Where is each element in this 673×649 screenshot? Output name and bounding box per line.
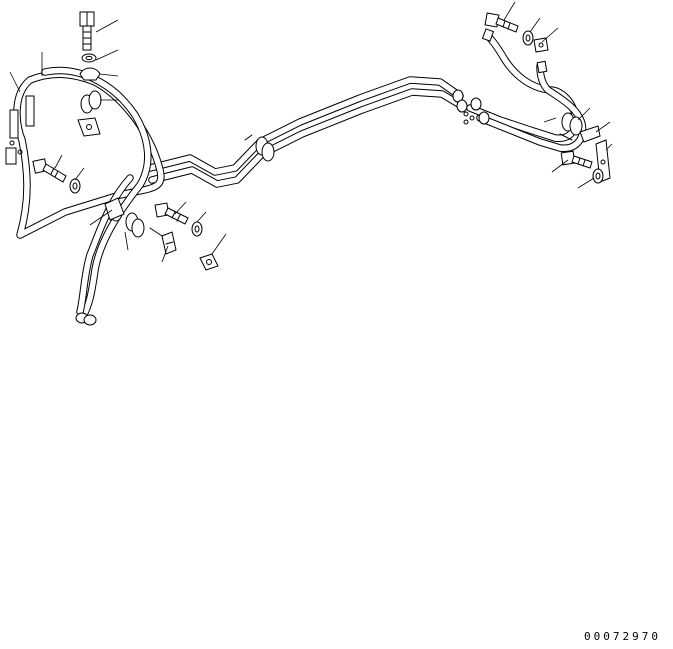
right-tube-lower <box>480 66 583 148</box>
main-tube-upper <box>150 80 460 172</box>
lower-center-clip <box>162 232 176 254</box>
drawing-number: 00072970 <box>584 630 661 643</box>
right-top-tube-end <box>483 29 547 73</box>
right-union-fittings <box>453 90 489 124</box>
main-tube-lower <box>152 92 462 184</box>
right-top-bolt <box>485 13 518 32</box>
upper-left-clamp-plate <box>80 68 100 80</box>
right-top-washer <box>523 31 533 45</box>
main-tube-clamp <box>245 135 274 161</box>
right-lower-washer <box>593 169 603 183</box>
upper-left-washer <box>82 54 96 62</box>
left-mid-bolt <box>33 159 66 182</box>
left-hose-fitting <box>6 96 34 164</box>
lower-center-fitting <box>200 254 218 270</box>
left-lower-elbow <box>76 313 96 325</box>
left-mid-washer <box>70 179 80 193</box>
right-top-clip <box>534 38 548 52</box>
lower-center-washer <box>192 222 202 236</box>
lower-left-clamp <box>105 198 165 238</box>
left-loop-tube-inner <box>45 71 148 318</box>
upper-left-clamp <box>78 91 101 136</box>
left-lower-tube <box>80 178 130 312</box>
lower-center-bolt <box>155 203 188 224</box>
callout-leaders <box>10 2 612 262</box>
upper-left-bolt <box>80 12 94 50</box>
right-lower-bolt <box>561 151 592 168</box>
right-clamp <box>560 113 582 140</box>
